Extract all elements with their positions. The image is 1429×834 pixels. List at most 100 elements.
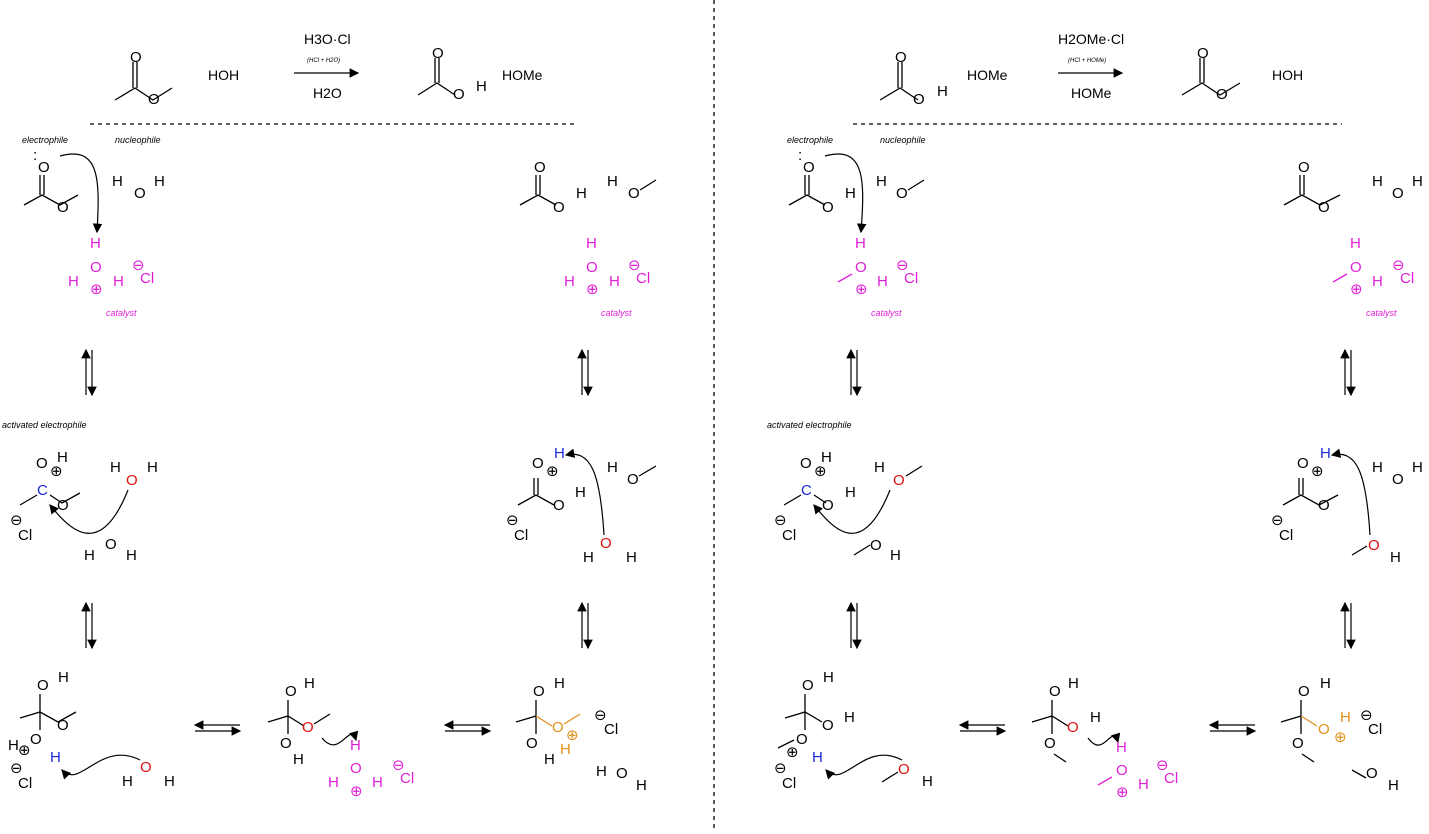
right-equilibrium-h2 — [1208, 720, 1257, 736]
svg-text:O: O — [1298, 159, 1310, 176]
svg-text::: : — [798, 147, 802, 164]
svg-text:O: O — [822, 717, 834, 734]
svg-text:⊕: ⊕ — [1334, 729, 1347, 746]
right-catalyst-label-1: catalyst — [871, 308, 902, 318]
svg-text:O: O — [30, 731, 42, 748]
svg-text:O: O — [134, 185, 146, 202]
svg-text:Cl: Cl — [1279, 527, 1293, 544]
svg-text:O: O — [628, 185, 640, 202]
svg-text:⊖: ⊖ — [10, 512, 23, 529]
svg-text:C: C — [801, 482, 812, 499]
svg-text:Cl: Cl — [18, 775, 32, 792]
svg-text:O: O — [432, 45, 444, 62]
svg-text:⊖: ⊖ — [392, 757, 405, 774]
svg-text:H: H — [1372, 459, 1383, 476]
svg-text:H: H — [937, 83, 948, 100]
svg-text:O: O — [802, 677, 814, 694]
svg-text:O: O — [896, 185, 908, 202]
svg-text:⊖: ⊖ — [1271, 512, 1284, 529]
right-product-partner: HOH — [1272, 67, 1303, 83]
svg-text:H: H — [1320, 445, 1331, 462]
svg-text:O: O — [90, 259, 102, 276]
svg-text:O: O — [586, 259, 598, 276]
left-step1r-methanol: H O — [607, 173, 657, 202]
right-step1-curved-arrow — [824, 153, 867, 234]
right-step2-methanol: O H — [853, 537, 901, 564]
left-step2r-water-base: O H H — [583, 535, 637, 566]
left-step1-water: H O H — [112, 173, 165, 202]
svg-text:H: H — [1388, 777, 1399, 794]
svg-text:H: H — [1340, 709, 1351, 726]
right-step3r-oxonium: O H O H ⊕ O — [1280, 675, 1351, 763]
svg-text:Cl: Cl — [140, 270, 154, 287]
svg-text:O: O — [803, 159, 815, 176]
svg-text:⊖: ⊖ — [774, 760, 787, 777]
right-equilibrium-1 — [846, 348, 862, 397]
svg-text:O: O — [796, 731, 808, 748]
svg-text:H: H — [113, 273, 124, 290]
svg-text:Cl: Cl — [514, 527, 528, 544]
right-activated-label: activated electrophile — [767, 420, 852, 430]
svg-text:O: O — [1297, 455, 1309, 472]
svg-text:O: O — [855, 259, 867, 276]
svg-text:⊕: ⊕ — [566, 727, 579, 744]
svg-text:H: H — [877, 273, 888, 290]
svg-text:C: C — [37, 482, 48, 499]
svg-text:O: O — [1067, 719, 1079, 736]
svg-text:O: O — [1044, 735, 1056, 752]
svg-text:O: O — [533, 683, 545, 700]
svg-text:H: H — [583, 549, 594, 566]
svg-text:⊕: ⊕ — [546, 463, 559, 480]
svg-text:H: H — [1068, 675, 1079, 692]
svg-text:Cl: Cl — [1400, 270, 1414, 287]
svg-text:H: H — [845, 484, 856, 501]
left-catalyst-label-1: catalyst — [106, 308, 137, 318]
svg-text:O: O — [1368, 537, 1380, 554]
svg-text:H: H — [1116, 739, 1127, 756]
svg-text:H: H — [636, 777, 647, 794]
right-step3-methanol: O H — [881, 761, 933, 790]
svg-text:H: H — [164, 773, 175, 790]
left-step3-tetrahedral: O H O O H ⊕ H ⊖ Cl — [8, 669, 77, 792]
right-step1-acid: : O O H — [788, 147, 856, 216]
svg-text:H: H — [922, 773, 933, 790]
left-step1-curved-arrow — [59, 153, 103, 234]
svg-text:H: H — [304, 675, 315, 692]
svg-text:⊖: ⊖ — [1360, 707, 1373, 724]
left-step3-hydronium: H O H H ⊕ — [328, 737, 383, 800]
svg-text:H: H — [154, 173, 165, 190]
svg-text:H: H — [1372, 173, 1383, 190]
svg-text:H: H — [293, 751, 304, 768]
left-step3-middle: O H O O H — [267, 675, 331, 768]
svg-text:⊕: ⊕ — [586, 281, 599, 298]
svg-text:O: O — [453, 86, 465, 103]
svg-text:H: H — [372, 774, 383, 791]
svg-text:O: O — [1318, 721, 1330, 738]
svg-text:⊕: ⊕ — [855, 281, 868, 298]
svg-text:O: O — [37, 677, 49, 694]
left-step3-curved-arrow — [61, 754, 141, 780]
svg-text:O: O — [285, 683, 297, 700]
right-step2r-methanol-base: O H — [1351, 537, 1401, 566]
right-step2r-curved-arrow — [1330, 448, 1371, 536]
svg-text:H: H — [1138, 776, 1149, 793]
svg-text:O: O — [126, 472, 138, 489]
svg-text:⊕: ⊕ — [814, 463, 827, 480]
svg-text:H: H — [68, 273, 79, 290]
svg-text:Cl: Cl — [400, 770, 414, 787]
svg-text:⊖: ⊖ — [10, 760, 23, 777]
left-panel: O O HOH H3O·Cl (HCl + H2O) H2O O O H HOM… — [2, 31, 657, 800]
svg-text:O: O — [130, 49, 142, 66]
svg-text:H: H — [607, 173, 618, 190]
svg-text:O: O — [822, 497, 834, 514]
svg-text:⊕: ⊕ — [50, 463, 63, 480]
svg-text:H: H — [874, 459, 885, 476]
svg-text:⊕: ⊕ — [18, 742, 31, 759]
left-activated-label: activated electrophile — [2, 420, 87, 430]
svg-text:⊕: ⊕ — [350, 783, 363, 800]
right-equilibrium-h1 — [958, 720, 1007, 736]
right-equilibrium-1r — [1340, 348, 1356, 397]
svg-text:O: O — [1350, 259, 1362, 276]
right-step2-curved-arrow — [813, 489, 891, 534]
